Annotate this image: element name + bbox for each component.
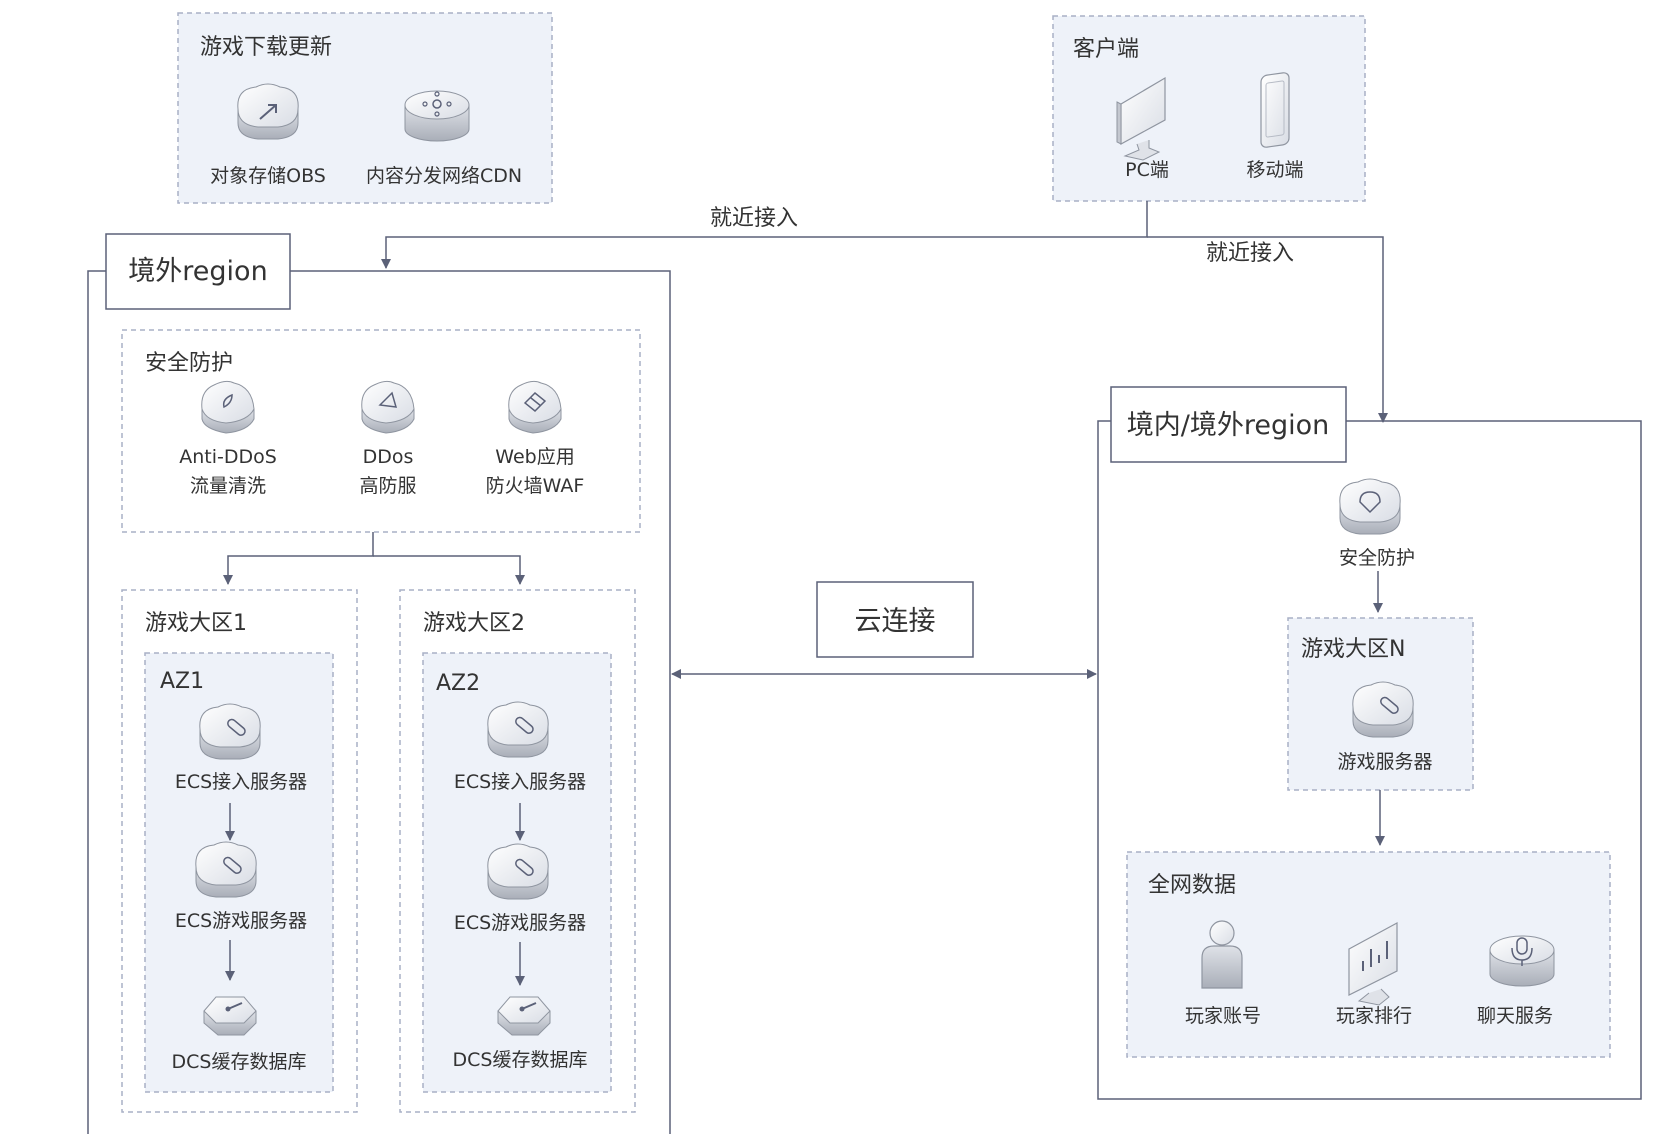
waf-line1: Web应用	[495, 446, 574, 468]
mixed-region: 境内/境外region 安全防护 游戏大区N 游戏服务器 全网数据 玩家账号 玩…	[1097, 386, 1642, 1100]
ecs-access-server-icon	[487, 701, 549, 758]
game-download-group: 游戏下载更新 对象存储OBS 内容分发网络CDN	[177, 12, 553, 204]
player-ranking-label: 玩家排行	[1336, 1005, 1412, 1027]
anti-ddos-line1: Anti-DDoS	[179, 446, 277, 468]
player-ranking-icon	[1348, 921, 1398, 1006]
zone2-server3: DCS缓存数据库	[453, 1049, 588, 1071]
pc-label: PC端	[1125, 159, 1169, 181]
az2-label: AZ2	[436, 671, 480, 696]
obs-label: 对象存储OBS	[210, 165, 326, 187]
cloud-connect: 云连接	[671, 581, 1097, 679]
chat-service-icon	[1489, 935, 1555, 987]
zone-n-title: 游戏大区N	[1301, 637, 1405, 662]
zone2-title: 游戏大区2	[423, 611, 525, 636]
ddos-protection-icon	[361, 380, 415, 434]
dcs-cache-db-icon	[497, 996, 551, 1036]
game-server-icon	[1352, 681, 1414, 738]
game-download-title: 游戏下载更新	[200, 35, 332, 60]
ddos-line1: DDos	[363, 446, 414, 468]
anti-ddos-line2: 流量清洗	[190, 475, 266, 497]
client-title: 客户端	[1073, 37, 1139, 62]
security-title: 安全防护	[145, 351, 233, 376]
anti-ddos-icon	[201, 380, 255, 434]
dcs-cache-db-icon	[203, 996, 257, 1036]
access-connectors	[381, 201, 1388, 423]
global-data-title: 全网数据	[1148, 873, 1236, 898]
zone1-server1: ECS接入服务器	[175, 771, 307, 793]
player-account-icon	[1201, 920, 1243, 989]
mobile-label: 移动端	[1246, 159, 1303, 181]
zone2-server1: ECS接入服务器	[454, 771, 586, 793]
overseas-region: 境外region 安全防护 Anti-DDoS 流量清洗 DDos 高防服 We…	[87, 233, 671, 1134]
zone1-server2: ECS游戏服务器	[175, 910, 307, 932]
mixed-region-title: 境内/境外region	[1127, 410, 1330, 441]
zone1-title: 游戏大区1	[145, 611, 247, 636]
player-account-label: 玩家账号	[1185, 1005, 1261, 1027]
ecs-access-server-icon	[199, 703, 261, 760]
cdn-icon	[404, 90, 470, 142]
mixed-security-label: 安全防护	[1339, 547, 1415, 569]
ecs-game-server-icon	[487, 843, 549, 900]
cdn-label: 内容分发网络CDN	[366, 165, 522, 187]
zone2-server2: ECS游戏服务器	[454, 912, 586, 934]
ddos-line2: 高防服	[359, 475, 416, 497]
zone1-server3: DCS缓存数据库	[172, 1051, 307, 1073]
cloud-connect-label: 云连接	[855, 606, 936, 637]
client-group: 客户端 PC端 移动端	[1052, 15, 1366, 202]
mobile-phone-icon	[1260, 72, 1290, 148]
access-label-left: 就近接入	[710, 206, 798, 231]
chat-service-label: 聊天服务	[1477, 1005, 1553, 1027]
zone-n-server: 游戏服务器	[1337, 751, 1432, 773]
monitor-icon	[1116, 76, 1166, 161]
waf-line2: 防火墙WAF	[486, 475, 585, 497]
security-protection-icon	[1339, 478, 1401, 535]
waf-icon	[508, 380, 562, 434]
access-label-right: 就近接入	[1206, 241, 1294, 266]
object-storage-icon	[237, 83, 299, 140]
az1-label: AZ1	[160, 669, 204, 694]
ecs-game-server-icon	[195, 841, 257, 898]
overseas-region-title: 境外region	[128, 256, 267, 287]
